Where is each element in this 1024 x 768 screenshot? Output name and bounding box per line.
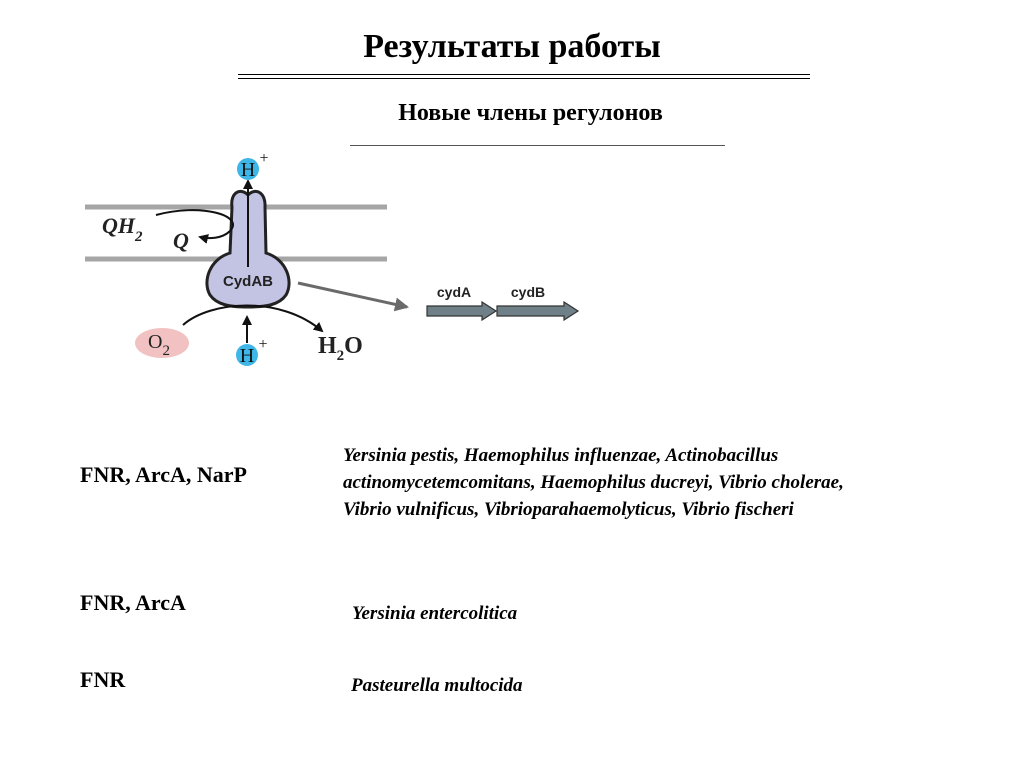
species-line: actinomycetemcomitans, Haemophilus ducre… xyxy=(343,472,844,493)
regulators-row-2: FNR, ArcA xyxy=(80,590,186,615)
species-row-3: Pasteurella multocida xyxy=(351,672,523,699)
water-label: H2O xyxy=(318,333,363,364)
slide-title: Результаты работы xyxy=(363,28,661,65)
proton-bottom-label: H xyxy=(240,345,254,367)
proton-bottom-charge: + xyxy=(258,336,267,353)
slide-subtitle: Новые члены регулонов xyxy=(398,100,663,126)
species-row-1: Yersinia pestis, Haemophilus influenzae,… xyxy=(343,442,844,523)
oxygen-ellipse xyxy=(135,328,189,358)
regulation-arrow xyxy=(297,281,409,312)
species-line: Yersinia pestis, Haemophilus influenzae,… xyxy=(343,445,779,466)
cyda-label: cydA xyxy=(437,284,471,300)
cydb-gene-arrow xyxy=(496,300,580,322)
cydab-diagram: CydAB H + QH2 Q O2 H + H2O cydA cydB xyxy=(85,150,580,367)
title-double-rule xyxy=(238,74,810,79)
qh2-label: QH2 xyxy=(102,213,143,245)
species-line: Pasteurella multocida xyxy=(351,675,523,696)
protein-label: CydAB xyxy=(223,273,273,290)
regulators-row-3: FNR xyxy=(80,667,126,692)
species-line: Yersinia entercolitica xyxy=(352,603,518,624)
cydb-label: cydB xyxy=(511,284,545,300)
cyda-gene-arrow xyxy=(426,300,498,322)
o2-label: O2 xyxy=(148,331,170,359)
subtitle-rule xyxy=(350,145,725,146)
proton-top-label: H xyxy=(241,159,255,181)
proton-top-charge: + xyxy=(259,150,268,167)
species-line: Vibrio vulnificus, Vibrioparahaemolyticu… xyxy=(343,499,794,520)
quinol-oxidation-arrow xyxy=(155,209,234,244)
species-row-2: Yersinia entercolitica xyxy=(352,600,517,627)
oxygen-reduction-arrow xyxy=(182,304,324,333)
proton-top-circle xyxy=(237,158,259,180)
regulators-row-1: FNR, ArcA, NarP xyxy=(80,462,247,487)
proton-bottom-circle xyxy=(236,344,258,366)
q-label: Q xyxy=(173,228,189,253)
